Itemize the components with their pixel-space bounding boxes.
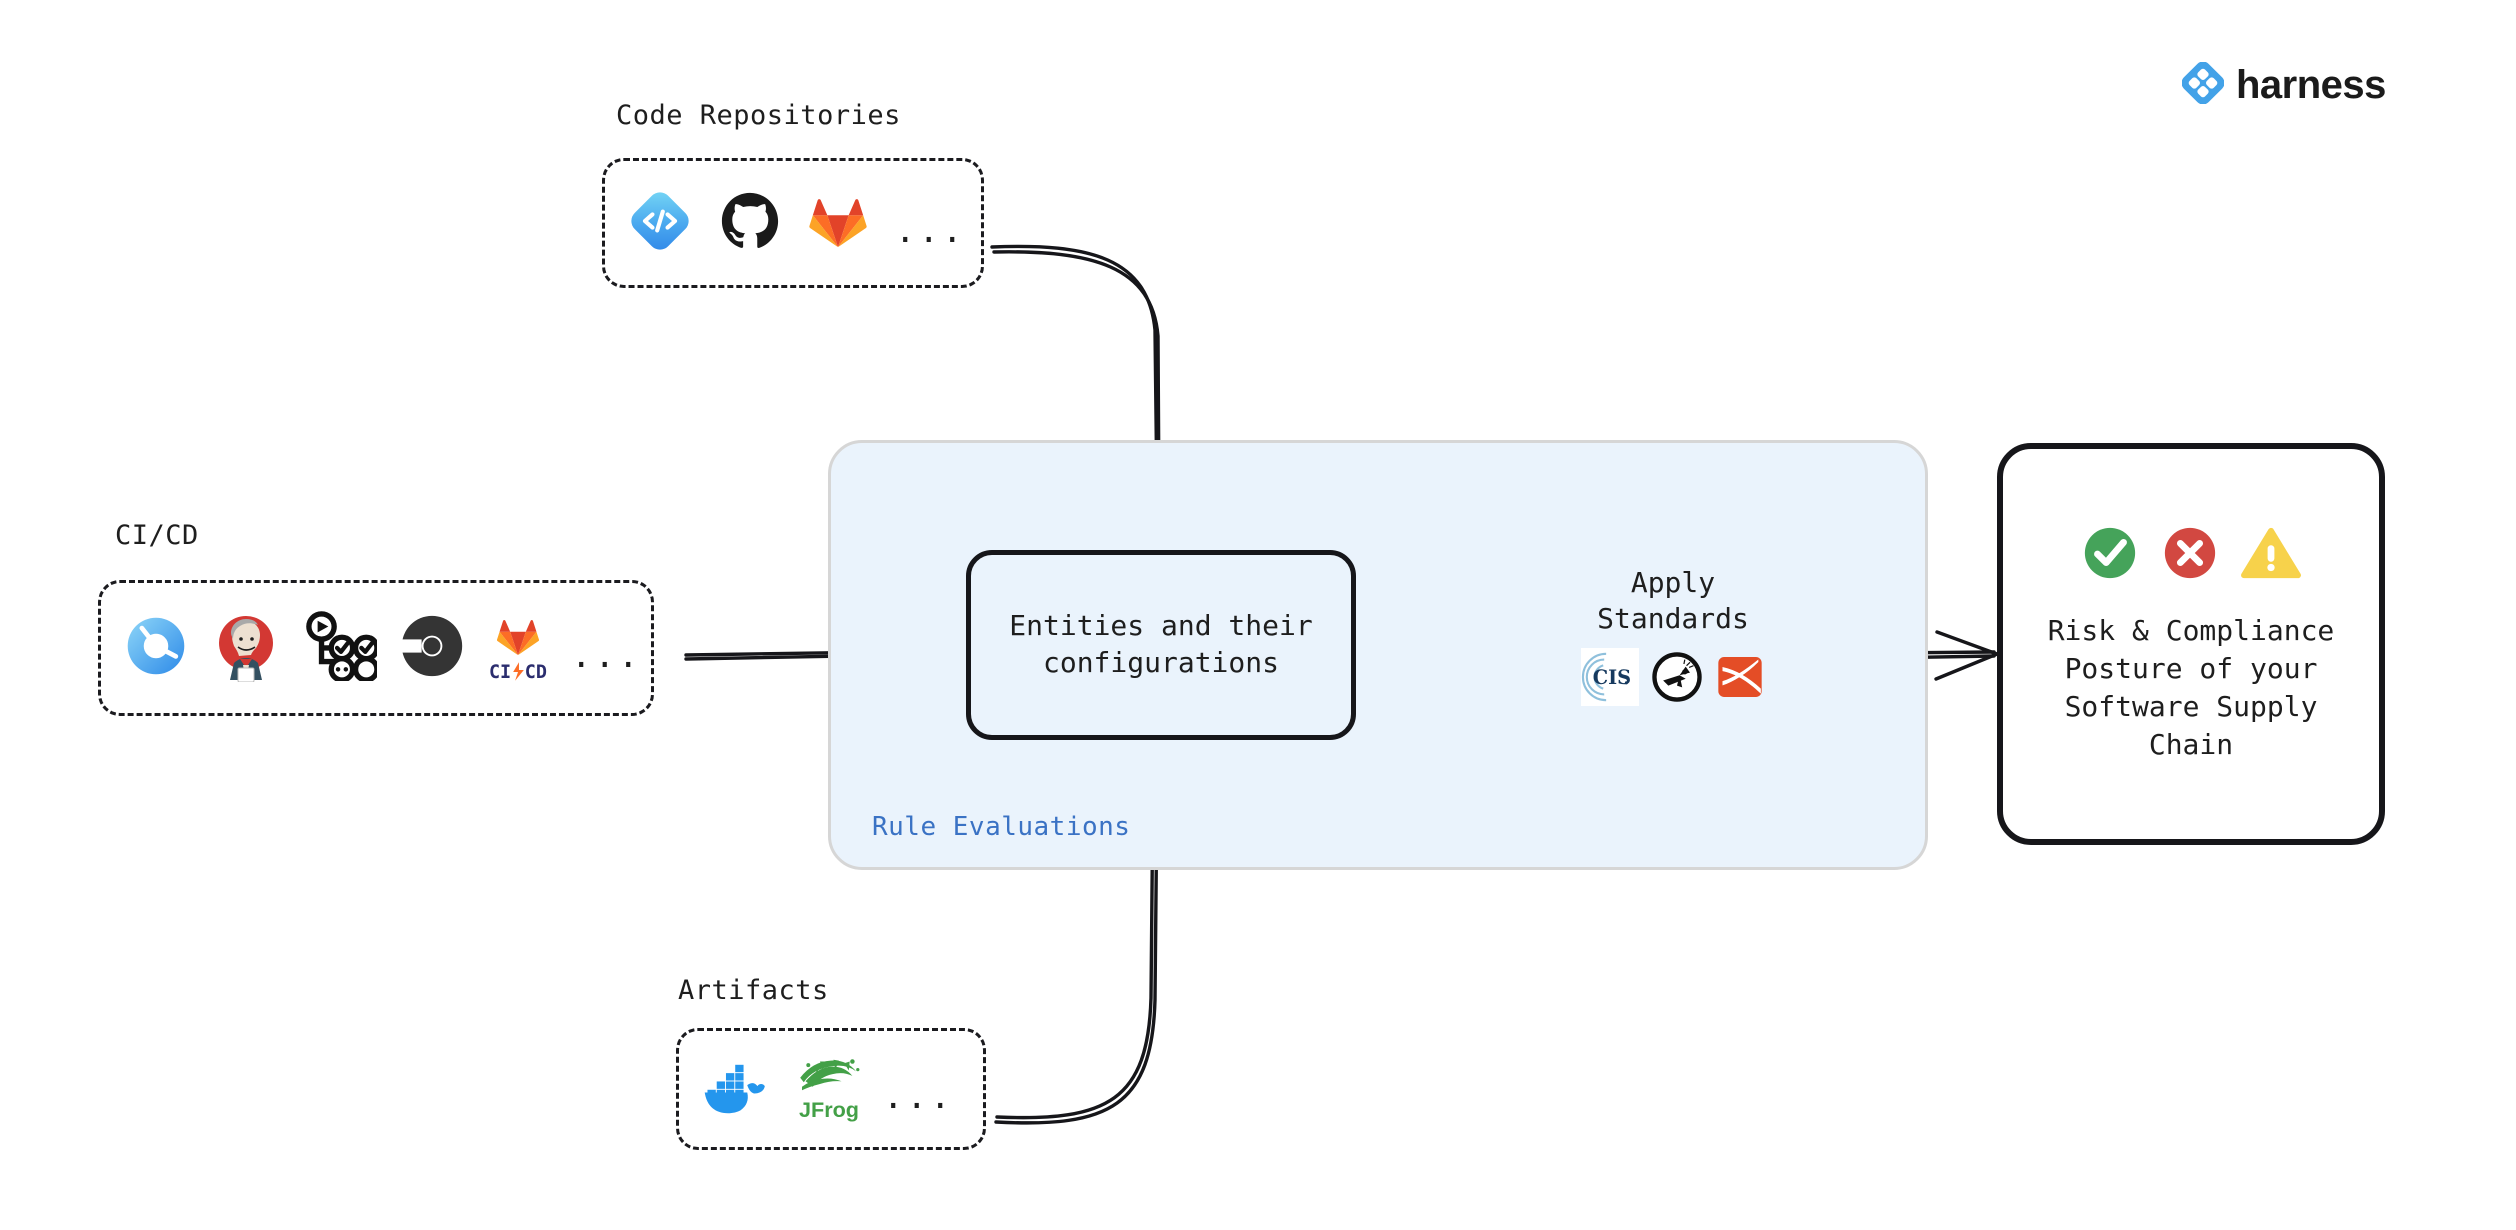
outcome-label: Risk & Compliance Posture of your Softwa… — [2047, 614, 2335, 761]
github-actions-icon — [303, 611, 380, 685]
group-label-artifacts: Artifacts — [678, 975, 829, 1006]
jenkins-icon — [211, 610, 281, 686]
cis-icon: CIS — [1581, 647, 1639, 710]
brand-name: harness — [2236, 62, 2386, 107]
slsa-icon — [1715, 652, 1765, 706]
gitlab-icon — [807, 191, 869, 255]
artifacts-icon-row: JFrog ... — [679, 1054, 975, 1124]
svg-text:CIS: CIS — [1593, 666, 1631, 689]
group-box-code-repositories: ... — [602, 158, 984, 288]
group-box-artifacts: JFrog ... — [676, 1028, 986, 1150]
code-repositories-ellipsis: ... — [895, 211, 966, 251]
harness-code-icon — [627, 188, 693, 258]
artifacts-ellipsis: ... — [883, 1077, 954, 1117]
docker-icon — [701, 1056, 775, 1122]
ci-cd-ellipsis: ... — [571, 636, 642, 676]
svg-text:CI: CI — [489, 661, 511, 682]
apply-standards-content: Apply Standards CIS — [1533, 565, 1813, 745]
harness-diamond-logo — [2181, 61, 2225, 108]
success-check-icon — [2081, 524, 2139, 586]
standards-icon-row: CIS — [1581, 647, 1765, 710]
apply-standards-label: Apply Standards — [1597, 566, 1749, 636]
ci-cd-icon-row: CI CD ... — [101, 610, 663, 686]
status-icon-row — [2081, 524, 2301, 586]
jfrog-wordmark: JFrog — [799, 1097, 859, 1122]
github-icon — [719, 190, 781, 256]
gitlab-cicd-wordmark: CI CD — [489, 661, 547, 682]
group-box-ci-cd: CI CD ... — [98, 580, 654, 716]
group-label-ci-cd: CI/CD — [115, 520, 199, 551]
risk-compliance-outcome-box: Risk & Compliance Posture of your Softwa… — [1997, 443, 2385, 845]
code-repositories-icon-row: ... — [605, 188, 987, 258]
jfrog-splash — [800, 1059, 860, 1091]
gitlab-cicd-icon: CI CD — [487, 614, 549, 683]
rule-evaluations-panel — [828, 440, 1928, 870]
group-label-code-repositories: Code Repositories — [616, 100, 901, 131]
rule-evaluations-label: Rule Evaluations — [872, 812, 1131, 842]
entities-and-configurations-box: Entities and their configurations — [966, 550, 1356, 740]
owasp-icon — [1651, 651, 1703, 707]
harness-ci-icon — [123, 613, 189, 683]
entities-box-label: Entities and their configurations — [1009, 609, 1313, 679]
error-cross-icon — [2161, 524, 2219, 586]
svg-text:CD: CD — [525, 661, 547, 682]
jfrog-icon: JFrog — [793, 1054, 865, 1124]
harness-brand: harness — [2181, 61, 2386, 108]
svg-text:JFrog: JFrog — [799, 1097, 859, 1122]
circleci-icon — [399, 613, 465, 683]
warning-triangle-icon — [2241, 524, 2301, 586]
